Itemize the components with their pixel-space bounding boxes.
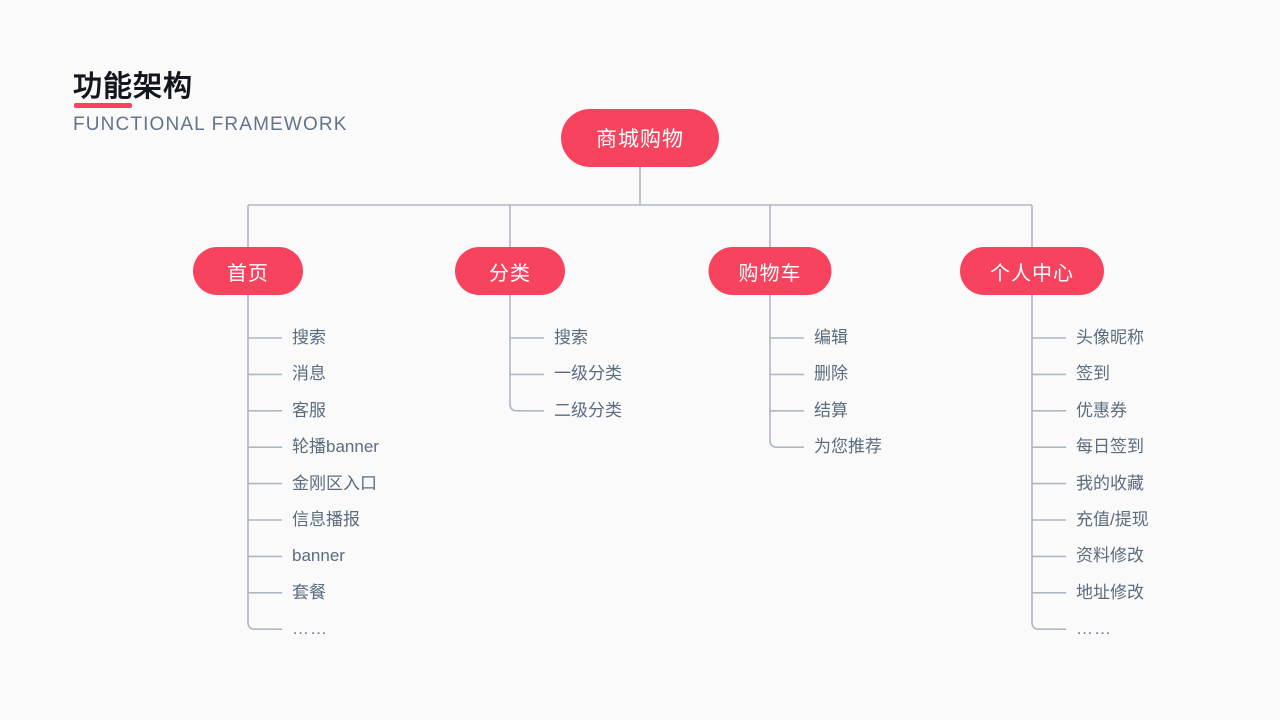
leaf-item[interactable]: 为您推荐	[814, 437, 882, 457]
leaf-item[interactable]: 每日签到	[1076, 437, 1144, 457]
leaf-item[interactable]: banner	[292, 546, 345, 566]
leaf-item[interactable]: 编辑	[814, 328, 848, 347]
node-branch-1[interactable]: 首页	[193, 247, 303, 295]
node-branch-3[interactable]: 购物车	[708, 247, 832, 295]
leaf-item[interactable]: 客服	[292, 400, 326, 420]
leaf-item[interactable]: 地址修改	[1076, 582, 1144, 602]
leaf-item[interactable]: 搜索	[292, 328, 326, 347]
leaf-item[interactable]: 签到	[1076, 364, 1110, 384]
leaf-item[interactable]: 删除	[814, 364, 848, 384]
leaf-item[interactable]: 轮播banner	[292, 437, 379, 457]
title-underline-accent	[74, 103, 132, 108]
leaf-item[interactable]: 套餐	[292, 582, 326, 602]
page-title: 功能架构	[73, 71, 194, 103]
leaf-item[interactable]: 搜索	[554, 328, 588, 347]
node-root[interactable]: 商城购物	[561, 109, 719, 167]
leaf-item[interactable]: 充值/提现	[1076, 510, 1149, 529]
slide-header: 功能架构 FUNCTIONAL FRAMEWORK	[73, 68, 348, 137]
page-title-wrap: 功能架构	[73, 68, 194, 108]
leaf-item[interactable]: 头像昵称	[1076, 328, 1144, 347]
leaf-item[interactable]: 二级分类	[554, 400, 622, 420]
leaf-item[interactable]: 信息播报	[292, 510, 360, 529]
leaf-item[interactable]: 消息	[292, 364, 326, 384]
leaf-item[interactable]: ……	[292, 619, 328, 639]
node-branch-2[interactable]: 分类	[455, 247, 565, 295]
leaf-item[interactable]: ……	[1076, 619, 1112, 639]
leaf-item[interactable]: 资料修改	[1076, 546, 1144, 566]
leaf-item[interactable]: 结算	[814, 400, 848, 420]
leaf-item[interactable]: 我的收藏	[1076, 473, 1144, 493]
leaf-item[interactable]: 一级分类	[554, 364, 622, 384]
leaf-item[interactable]: 优惠券	[1076, 400, 1127, 420]
node-branch-4[interactable]: 个人中心	[960, 247, 1104, 295]
leaf-item[interactable]: 金刚区入口	[292, 473, 377, 493]
page-subtitle: FUNCTIONAL FRAMEWORK	[73, 114, 348, 135]
